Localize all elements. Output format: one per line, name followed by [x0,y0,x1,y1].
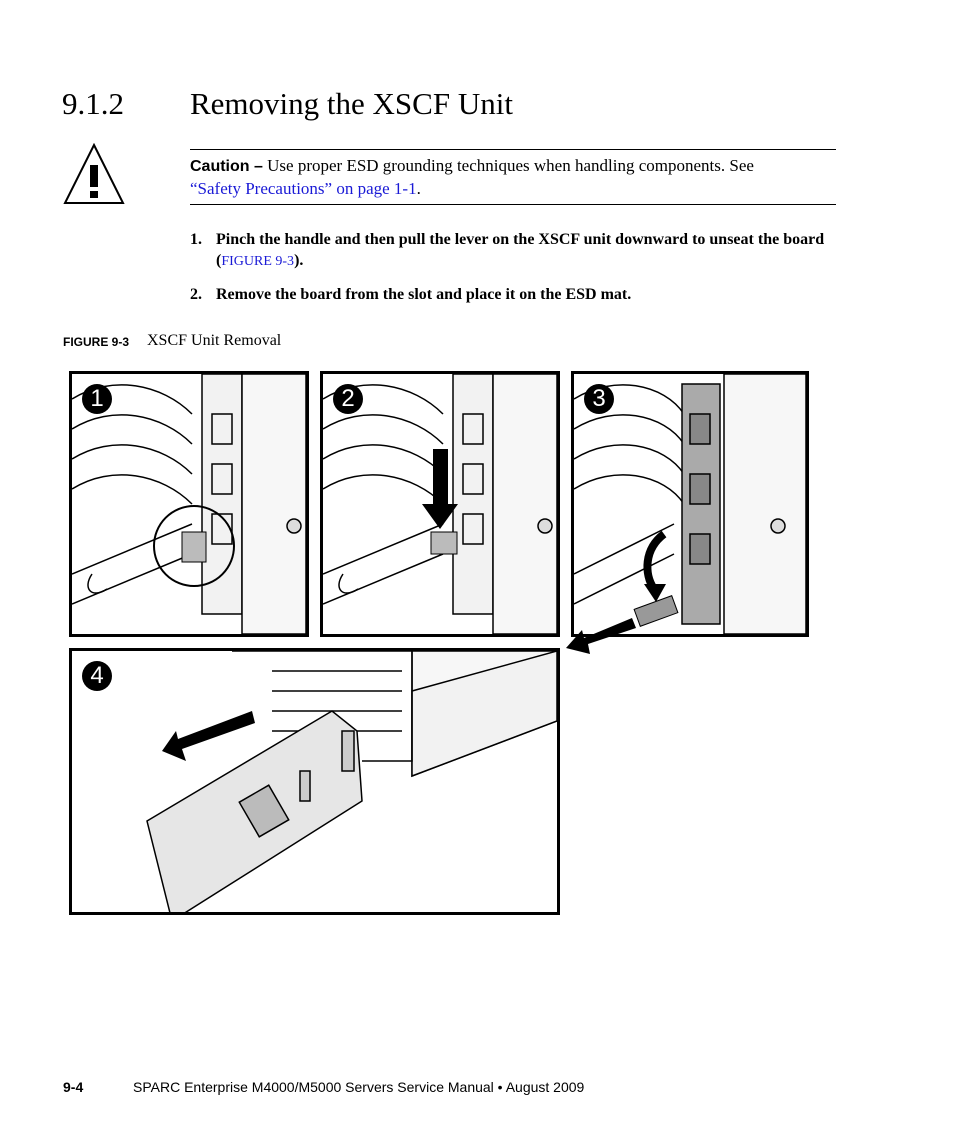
caution-label: Caution – [190,158,263,175]
figure-panel-1: 1 [69,371,309,637]
curved-arrow-icon [643,530,667,592]
caution-text: Use proper ESD grounding techniques when… [267,156,754,175]
page-number: 9-4 [63,1079,84,1095]
step-1-number: 1. [190,231,202,248]
server-chassis-illustration-1 [72,374,306,634]
caution-top-rule [190,149,836,150]
section-number: 9.1.2 [62,86,124,121]
section-title: Removing the XSCF Unit [190,86,513,121]
step-2: 2. Remove the board from the slot and pl… [190,284,836,305]
step-1-end: ). [294,252,304,269]
figure-panel-2: 2 [320,371,560,637]
server-chassis-illustration-2 [323,374,557,634]
footer-title: SPARC Enterprise M4000/M5000 Servers Ser… [133,1079,585,1095]
step-badge-4: 4 [82,661,112,691]
caution-bottom-rule [190,204,836,205]
figure-panel-3: 3 [571,371,809,637]
down-arrow-icon [422,449,458,529]
figure-panel-4: 4 [69,648,560,915]
left-arrow-icon [162,711,255,761]
pull-arrow-icon [566,618,636,654]
safety-precautions-link[interactable]: “Safety Precautions” on page 1-1 [190,179,417,198]
server-chassis-illustration-3 [574,374,806,634]
step-badge-2: 2 [333,384,363,414]
xscf-unit-removed-illustration [146,651,557,912]
step-1: 1. Pinch the handle and then pull the le… [190,229,836,272]
figure-label: FIGURE 9-3 [63,335,130,349]
step-2-number: 2. [190,286,202,303]
warning-triangle-icon [63,143,125,204]
caution-end: . [416,179,421,198]
figure-9-3-link[interactable]: FIGURE 9-3 [221,254,295,269]
step-1-text: Pinch the handle and then pull the lever… [216,231,825,269]
step-badge-3: 3 [584,384,614,414]
figure-caption: XSCF Unit Removal [147,332,282,349]
step-badge-1: 1 [82,384,112,414]
caution-note: Caution – Use proper ESD grounding techn… [190,155,836,200]
step-2-text: Remove the board from the slot and place… [216,286,632,303]
